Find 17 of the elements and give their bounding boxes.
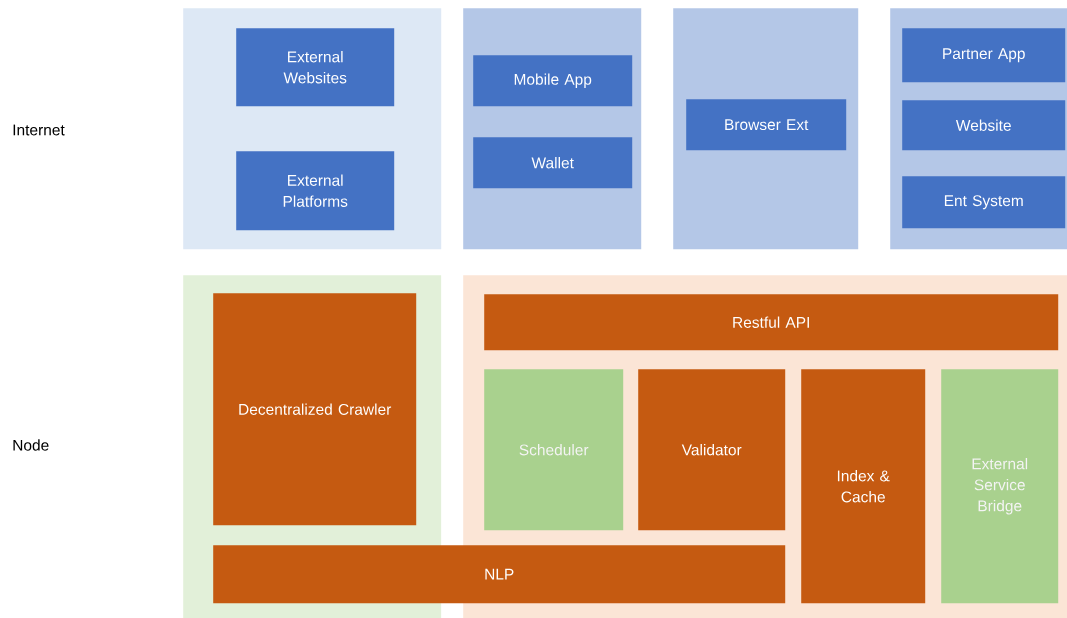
component-box: Partner App	[902, 28, 1066, 83]
component-box: Mobile App	[473, 55, 633, 107]
component-box: External Websites	[236, 28, 395, 107]
component-box: Ent System	[902, 176, 1066, 229]
module-box: Index & Cache	[801, 369, 926, 604]
component-box: Browser Ext	[686, 99, 847, 151]
module-box: NLP	[213, 545, 786, 604]
component-box: External Platforms	[236, 151, 395, 231]
layer-label: Internet	[13, 124, 65, 136]
layer-label: Node	[13, 439, 49, 451]
component-box: Wallet	[473, 137, 633, 189]
module-box: Scheduler	[484, 369, 624, 531]
module-box: Restful API	[484, 294, 1059, 351]
component-box: Website	[902, 100, 1066, 151]
module-box: Validator	[638, 369, 786, 531]
module-box: Decentralized Crawler	[213, 293, 417, 526]
module-box: External Service Bridge	[941, 369, 1059, 604]
